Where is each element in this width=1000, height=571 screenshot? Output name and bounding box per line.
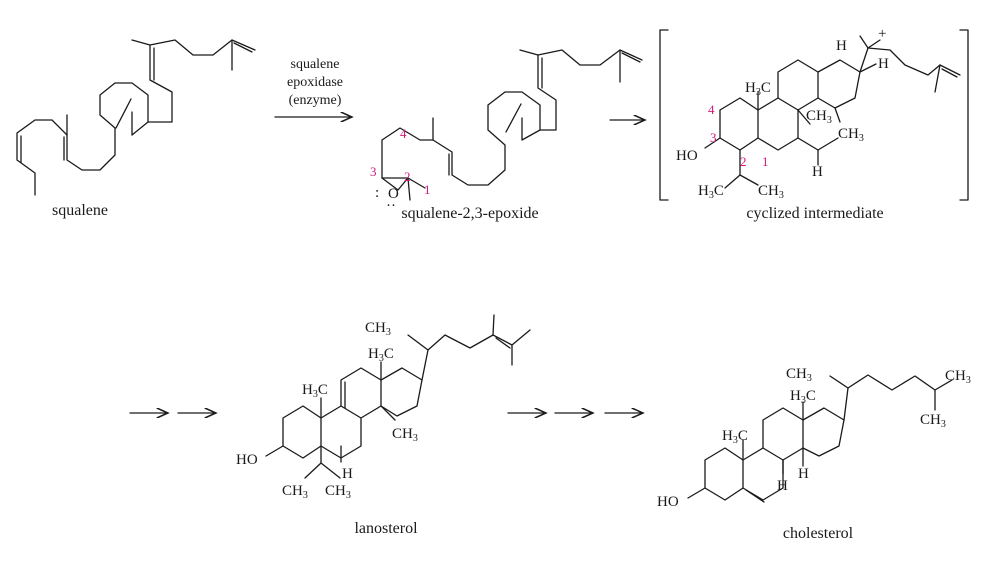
lanosterol-label: lanosterol bbox=[354, 520, 418, 537]
cholesterol-methyl-c13: H3C bbox=[790, 388, 816, 406]
cyclized-hydrogen-c17: H bbox=[878, 56, 889, 72]
cholesterol-methyl-c27: CH3 bbox=[920, 412, 946, 430]
cyclized-label: cyclized intermediate bbox=[746, 205, 883, 222]
cyclized-bracket-right bbox=[959, 29, 969, 201]
epoxide-c1: 1 bbox=[424, 182, 431, 197]
cyclized-structure bbox=[704, 35, 961, 189]
lanosterol-methyl-c20: CH3 bbox=[365, 320, 391, 338]
cyclized-c1: 1 bbox=[762, 154, 769, 169]
epoxide-c2: 2 bbox=[404, 169, 411, 184]
cyclized-hydrogen-c13: H bbox=[836, 38, 847, 54]
lanosterol-gem-methyl-1: CH3 bbox=[282, 483, 308, 501]
cholesterol-hydrogen-c9: H bbox=[777, 478, 788, 494]
cholesterol-methyl-c21: CH3 bbox=[786, 366, 812, 384]
lanosterol-hydroxyl: HO bbox=[236, 452, 258, 468]
cholesterol-label: cholesterol bbox=[783, 525, 854, 542]
cholesterol-hydroxyl: HO bbox=[657, 494, 679, 510]
lanosterol-methyl-c10: H3C bbox=[302, 382, 328, 400]
epoxide-c3: 3 bbox=[370, 164, 377, 179]
cyclized-c3: 3 bbox=[710, 130, 717, 145]
lanosterol-methyl-c14: CH3 bbox=[392, 426, 418, 444]
cyclized-carbocation: + bbox=[878, 26, 886, 42]
lanosterol-methyl-c13: H3C bbox=[368, 346, 394, 364]
cholesterol-methyl-c26: CH3 bbox=[945, 368, 971, 386]
cyclized-methyl-c10: H3C bbox=[745, 80, 771, 98]
epoxide-c4: 4 bbox=[400, 126, 407, 141]
enzyme-line-3: (enzyme) bbox=[289, 93, 342, 108]
cyclized-bracket-left bbox=[659, 29, 669, 201]
squalene-label: squalene bbox=[52, 202, 108, 219]
cyclized-methyl-c14: CH3 bbox=[838, 126, 864, 144]
cholesterol-structure bbox=[687, 374, 953, 503]
epoxide-lone-pair-bottom: ·· bbox=[386, 198, 396, 214]
cholesterol-methyl-c10: H3C bbox=[722, 428, 748, 446]
cyclized-hydroxyl: HO bbox=[676, 148, 698, 164]
enzyme-line-2: epoxidase bbox=[287, 75, 343, 90]
epoxide-lone-pair-left: : bbox=[375, 185, 379, 201]
lanosterol-gem-methyl-2: CH3 bbox=[325, 483, 351, 501]
epoxide-label: squalene-2,3-epoxide bbox=[401, 205, 538, 222]
enzyme-label: squalene epoxidase (enzyme) bbox=[287, 57, 343, 108]
squalene-structure bbox=[16, 39, 256, 196]
lanosterol-structure bbox=[265, 314, 531, 479]
lanosterol-hydrogen-c5: H bbox=[342, 466, 353, 482]
enzyme-line-1: squalene bbox=[291, 57, 340, 72]
cyclized-hydrogen-c9: H bbox=[812, 164, 823, 180]
cholesterol-hydrogen-c14: H bbox=[798, 466, 809, 482]
epoxide-oxygen: O bbox=[388, 186, 399, 202]
cyclized-gem-methyl-1: H3C bbox=[698, 183, 724, 201]
cyclized-methyl-c8: CH3 bbox=[806, 108, 832, 126]
cyclized-c4: 4 bbox=[708, 102, 715, 117]
cyclized-gem-methyl-2: CH3 bbox=[758, 183, 784, 201]
epoxide-structure bbox=[381, 49, 643, 201]
cyclized-c2: 2 bbox=[740, 154, 747, 169]
